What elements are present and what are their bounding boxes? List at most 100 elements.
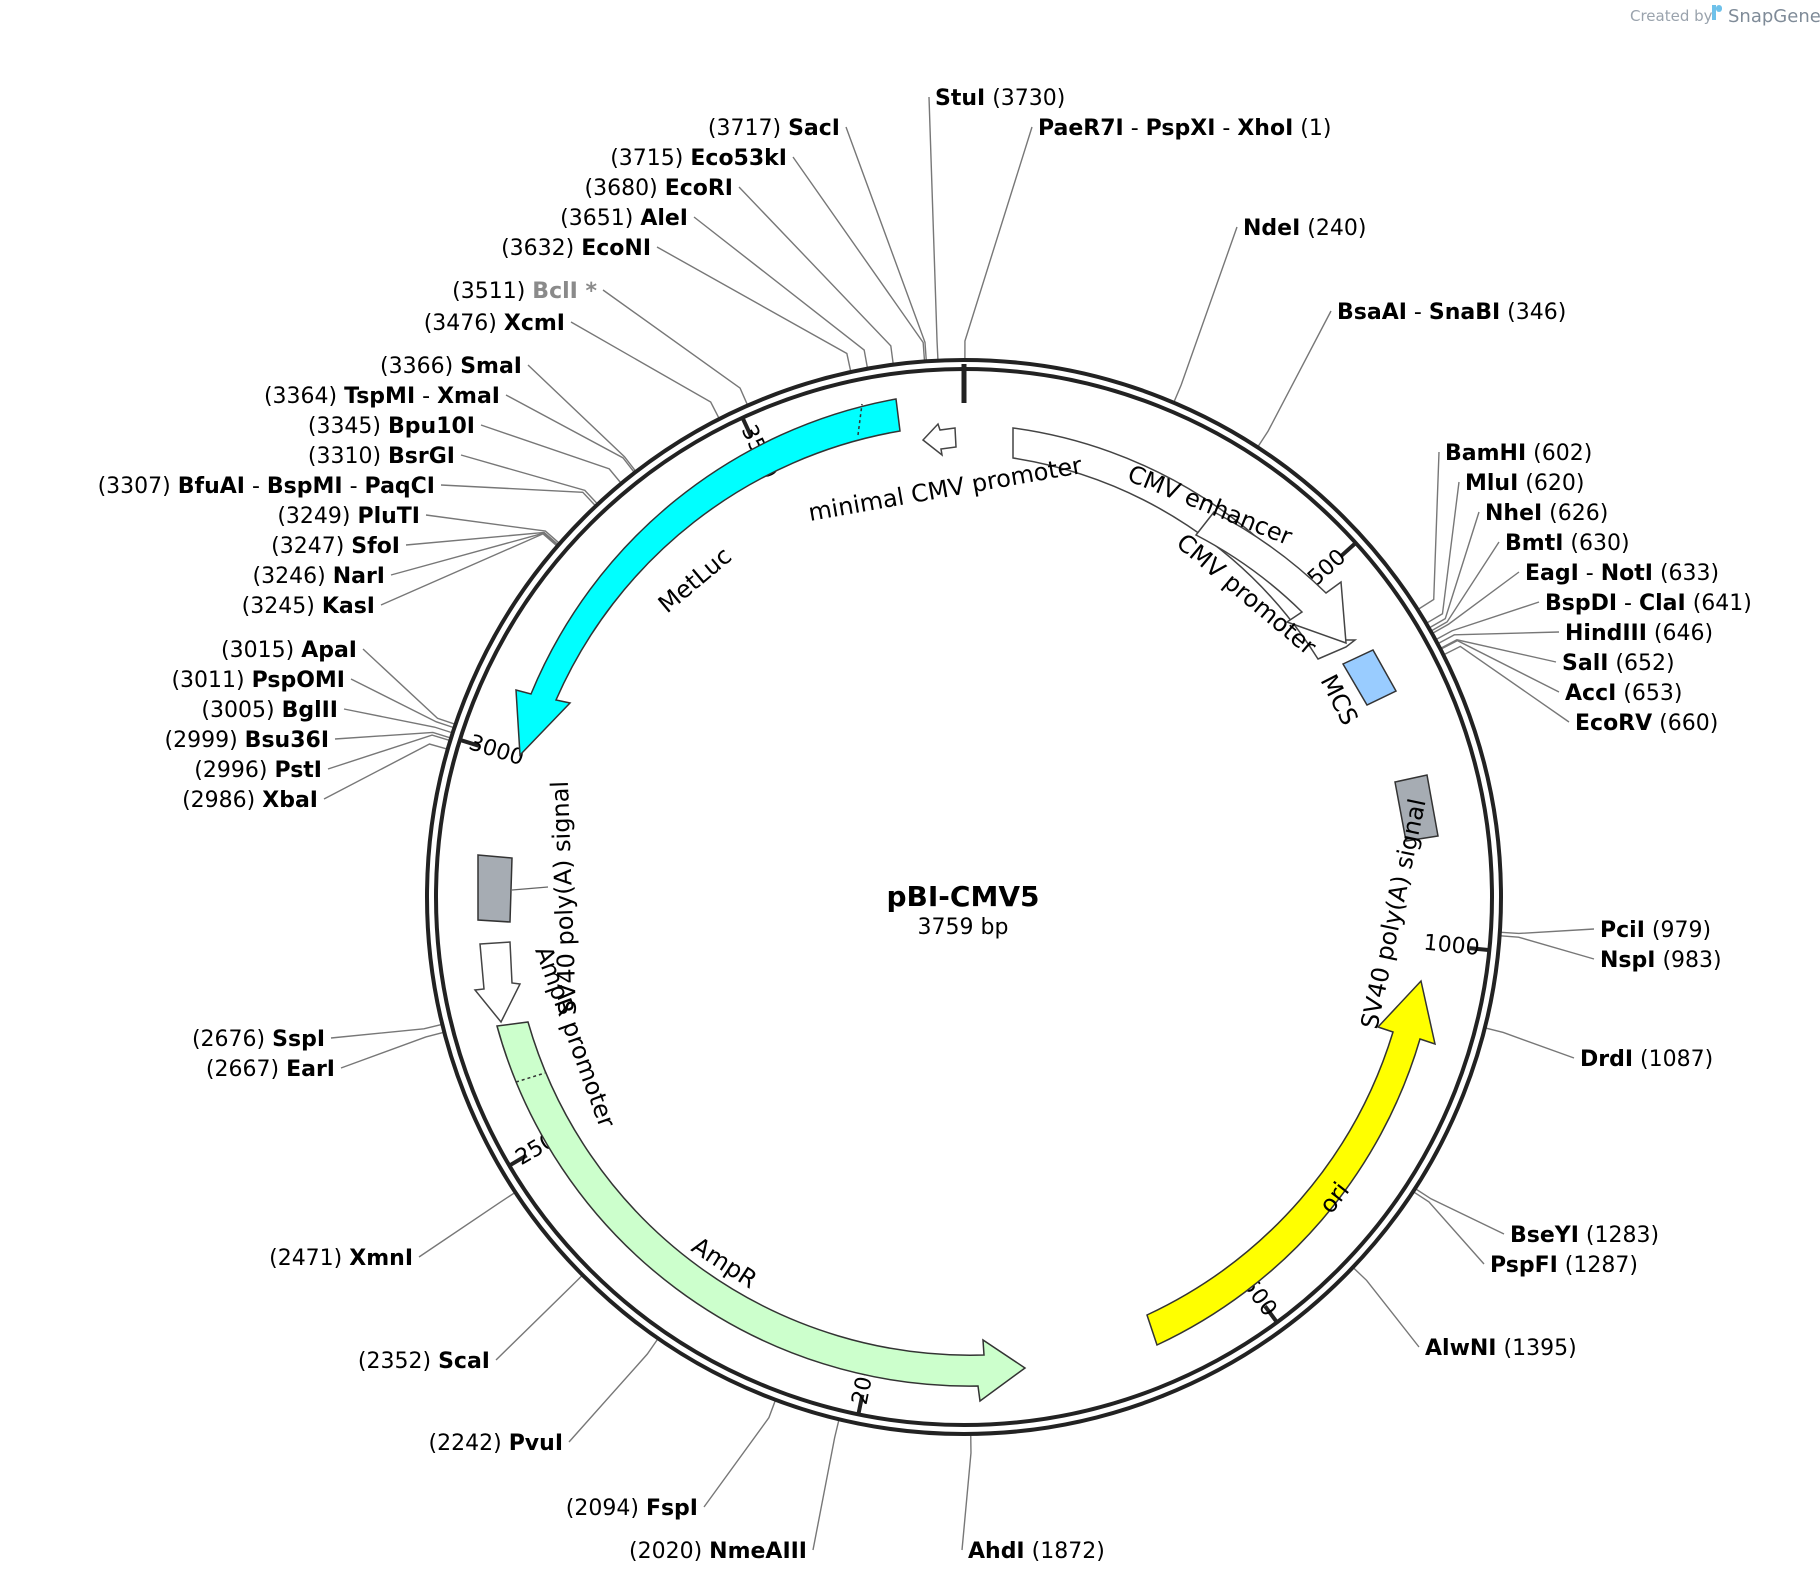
site-leader [1415,1188,1505,1235]
site-label: AlwNI (1395) [1425,1336,1577,1361]
site-alei[interactable]: (3651) AleI [560,206,688,231]
feature-cmv-enhancer[interactable] [1012,427,1358,660]
site-xmni[interactable]: (2471) XmnI [269,1246,413,1271]
site-position: (2986) [182,788,262,813]
site-fspi[interactable]: (2094) FspI [566,1496,698,1521]
feature-ori[interactable] [1146,979,1437,1347]
site-enzyme: EagI [1525,561,1579,586]
site-position: (3345) [308,414,388,439]
feature-cmv-promoter[interactable] [1194,511,1347,645]
feature-sv40-polya-right[interactable] [1394,774,1439,842]
site-enzyme: HindIII [1565,621,1647,646]
site-ndei[interactable]: NdeI (240) [1243,216,1366,241]
site-paer7i[interactable]: PaeR7I - PspXI - XhoI (1) [1038,116,1331,141]
site-ecori[interactable]: (3680) EcoRI [585,176,733,201]
site-psti[interactable]: (2996) PstI [194,758,322,783]
site-leader [343,708,452,734]
site-pvui[interactable]: (2242) PvuI [429,1431,563,1456]
site-bseyi[interactable]: BseYI (1283) [1510,1223,1659,1248]
site-eagi[interactable]: EagI - NotI (633) [1525,561,1719,586]
site-label: (2094) FspI [566,1496,698,1521]
site-position: (1287) [1558,1253,1638,1278]
feature-mcs[interactable] [1341,649,1398,706]
site-bfuai[interactable]: (3307) BfuAI - BspMI - PaqCI [98,474,435,499]
site-sfoi[interactable]: (3247) SfoI [271,534,400,559]
site-saci[interactable]: (3717) SacI [708,116,840,141]
snapgene-logo-icon [1712,5,1722,20]
site-kasi[interactable]: (3245) KasI [242,594,375,619]
site-enzyme: AccI [1565,681,1616,706]
site-label: (3246) NarI [253,564,385,589]
site-ahdi[interactable]: AhdI (1872) [968,1539,1105,1564]
feature-ampr-promoter[interactable] [473,941,522,1024]
site-nhei[interactable]: NheI (626) [1485,501,1608,526]
site-xbai[interactable]: (2986) XbaI [182,788,318,813]
site-bsrgi[interactable]: (3310) BsrGI [308,444,455,469]
site-leader [418,1192,515,1258]
site-enzyme: BspDI [1545,591,1617,616]
site-econi[interactable]: (3632) EcoNI [501,236,651,261]
site-enzyme: PstI [274,758,322,783]
site-enzyme: KasI [322,594,375,619]
feature-ampr[interactable] [496,1021,1027,1403]
site-bamhi[interactable]: BamHI (602) [1445,441,1592,466]
site-apai[interactable]: (3015) ApaI [221,638,357,663]
site-position: (653) [1616,681,1682,706]
site-scai[interactable]: (2352) ScaI [358,1349,490,1374]
site-enzyme: ScaI [438,1349,490,1374]
site-position: (240) [1300,216,1366,241]
site-pcii[interactable]: PciI (979) [1600,918,1711,943]
site-pspfi[interactable]: PspFI (1287) [1490,1253,1638,1278]
ampr-divider [515,1072,546,1083]
feature-minimal-cmv-promoter[interactable] [921,422,957,457]
site-bsu36i[interactable]: (2999) Bsu36I [165,728,329,753]
tick-mark [741,417,753,437]
site-leader [440,484,596,506]
site-nmeaiii[interactable]: (2020) NmeAIII [629,1539,807,1564]
plasmid-name: pBI-CMV5 [887,880,1040,913]
site-hindiii[interactable]: HindIII (646) [1565,621,1713,646]
site-enzyme: SalI [1562,651,1608,676]
site-leader [1441,639,1560,693]
site-stui[interactable]: StuI (3730) [935,86,1065,111]
site-enzyme: MluI [1465,471,1518,496]
site-bcli[interactable]: (3511) BclI * [452,279,597,304]
site-enzyme: BspMI [267,474,343,499]
site-sspi[interactable]: (2676) SspI [192,1027,325,1052]
site-position: (2471) [269,1246,349,1271]
site-eari[interactable]: (2667) EarI [206,1057,335,1082]
site-bpu10i[interactable]: (3345) Bpu10I [308,414,475,439]
site-smai[interactable]: (3366) SmaI [380,354,522,379]
site-position: (626) [1542,501,1608,526]
site-sali[interactable]: SalI (652) [1562,651,1675,676]
site-pluti[interactable]: (3249) PluTI [277,504,420,529]
site-mlui[interactable]: MluI (620) [1465,471,1584,496]
sv40-left-pointer [511,886,549,891]
site-acci[interactable]: AccI (653) [1565,681,1682,706]
site-leader [334,731,451,740]
site-enzyme: NmeAIII [709,1539,807,1564]
site-bspdi[interactable]: BspDI - ClaI (641) [1545,591,1752,616]
site-nspi[interactable]: NspI (983) [1600,948,1722,973]
site-alwni[interactable]: AlwNI (1395) [1425,1336,1577,1361]
site-ecorv[interactable]: EcoRV (660) [1575,711,1718,736]
feature-metluc[interactable] [515,398,901,757]
site-position: (652) [1608,651,1674,676]
site-pspomi[interactable]: (3011) PspOMI [171,668,345,693]
site-enzyme: PspXI [1146,116,1216,141]
site-leader [1431,541,1500,632]
site-bsaai[interactable]: BsaAI - SnaBI (346) [1337,300,1566,325]
site-bmti[interactable]: BmtI (630) [1505,531,1630,556]
site-tspmi[interactable]: (3364) TspMI - XmaI [264,384,500,409]
site-eco53ki[interactable]: (3715) Eco53kI [610,146,787,171]
site-label: SalI (652) [1562,651,1675,676]
site-xcmi[interactable]: (3476) XcmI [424,311,565,336]
site-nari[interactable]: (3246) NarI [253,564,385,589]
site-leader [1440,639,1557,663]
feature-sv40-polya-left[interactable] [477,854,513,923]
site-bglii[interactable]: (3005) BglII [201,698,338,723]
site-position: (979) [1645,918,1711,943]
site-leader [1173,226,1238,402]
tick-mark [509,1153,528,1167]
site-drdi[interactable]: DrdI (1087) [1580,1047,1713,1072]
